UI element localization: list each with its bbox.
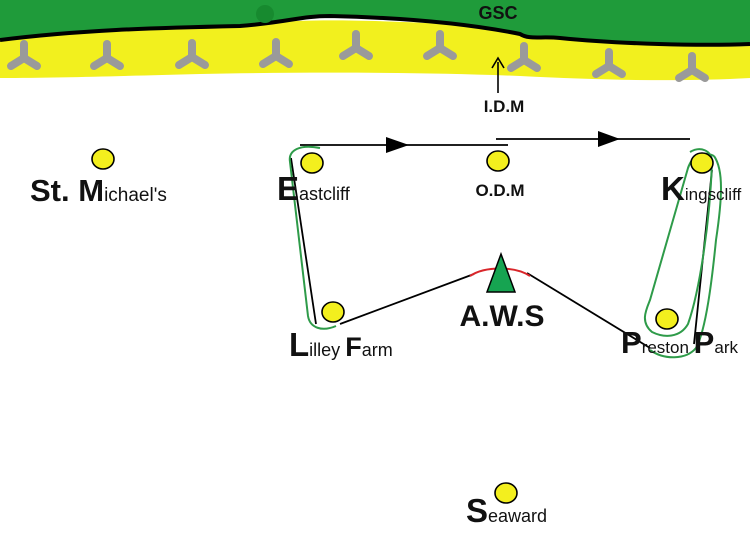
preston-park-initial-1: P — [621, 325, 642, 360]
buoys — [91, 148, 714, 504]
preston-park-label: Preston Park — [621, 325, 738, 360]
seaward-label: Seaward — [466, 492, 547, 529]
marker-buoy-icon — [690, 152, 714, 174]
shoreline: GSC — [0, 0, 750, 81]
grass-strip — [0, 0, 750, 45]
tetrapod-icon — [675, 52, 709, 82]
st-michaels-initial: St. M — [30, 173, 104, 208]
st-michaels-label: St. Michael's — [30, 173, 167, 208]
lilley-farm-label: Lilley Farm — [289, 326, 393, 363]
track-aws-preston — [526, 272, 651, 349]
arrow-icon — [386, 137, 409, 153]
shore-line — [0, 13, 750, 47]
tetrapod-icon — [259, 38, 293, 68]
marker-buoy-icon — [494, 482, 518, 504]
tetrapod-icon — [7, 40, 41, 70]
kingscliff-rest: ingscliff — [685, 185, 742, 204]
lilley-farm-rest-1: illey — [309, 340, 345, 360]
tetrapod-icon — [339, 30, 373, 60]
tetrapod-icon — [175, 39, 209, 69]
lilley-farm-rest-2: arm — [362, 340, 393, 360]
tetrapod-icon — [90, 40, 124, 70]
idm-arrow: I.D.M — [484, 56, 525, 116]
tetrapod-icon — [507, 42, 541, 72]
kingscliff-initial: K — [661, 170, 685, 207]
triangle-icon — [485, 251, 517, 293]
tetrapod-icon — [423, 30, 457, 60]
track-eastcliff-lilley — [290, 157, 317, 325]
aws-marker: A.W.S — [459, 251, 545, 333]
arrow-icon — [598, 131, 620, 147]
tetrapods — [7, 30, 709, 82]
odm-label: O.D.M — [475, 181, 524, 200]
marker-buoy-icon — [321, 301, 345, 323]
preston-park-rest-2: ark — [714, 338, 738, 357]
seaward-rest: eaward — [488, 506, 547, 526]
kingscliff-label: Kingscliff — [661, 170, 741, 207]
lilley-farm-initial-2: F — [345, 332, 362, 362]
arrow-head-icon — [491, 56, 505, 69]
tetrapod-icon — [592, 48, 626, 78]
lilley-farm-initial-1: L — [289, 326, 309, 363]
marker-buoy-icon — [486, 150, 510, 172]
track-lilley-aws — [339, 273, 475, 325]
idm-label: I.D.M — [484, 97, 525, 116]
grass-dot — [256, 5, 274, 23]
circuit-kingscliff-preston-outer — [649, 155, 722, 359]
eastcliff-initial: E — [277, 170, 299, 207]
st-michaels-rest: ichael's — [104, 185, 167, 206]
marker-buoy-icon — [300, 152, 324, 174]
eastcliff-label: Eastcliff — [277, 170, 351, 207]
top-label: GSC — [478, 3, 517, 23]
marker-buoy-icon — [91, 148, 115, 170]
aws-label: A.W.S — [459, 300, 544, 333]
eastcliff-rest: astcliff — [299, 184, 351, 204]
direction-arrows — [386, 131, 620, 153]
seaward-initial: S — [466, 492, 488, 529]
marker-buoy-icon — [655, 308, 679, 330]
circuit-eastcliff-lilley — [288, 145, 337, 330]
preston-park-rest-1: reston — [642, 338, 694, 357]
preston-park-initial-2: P — [694, 325, 715, 360]
